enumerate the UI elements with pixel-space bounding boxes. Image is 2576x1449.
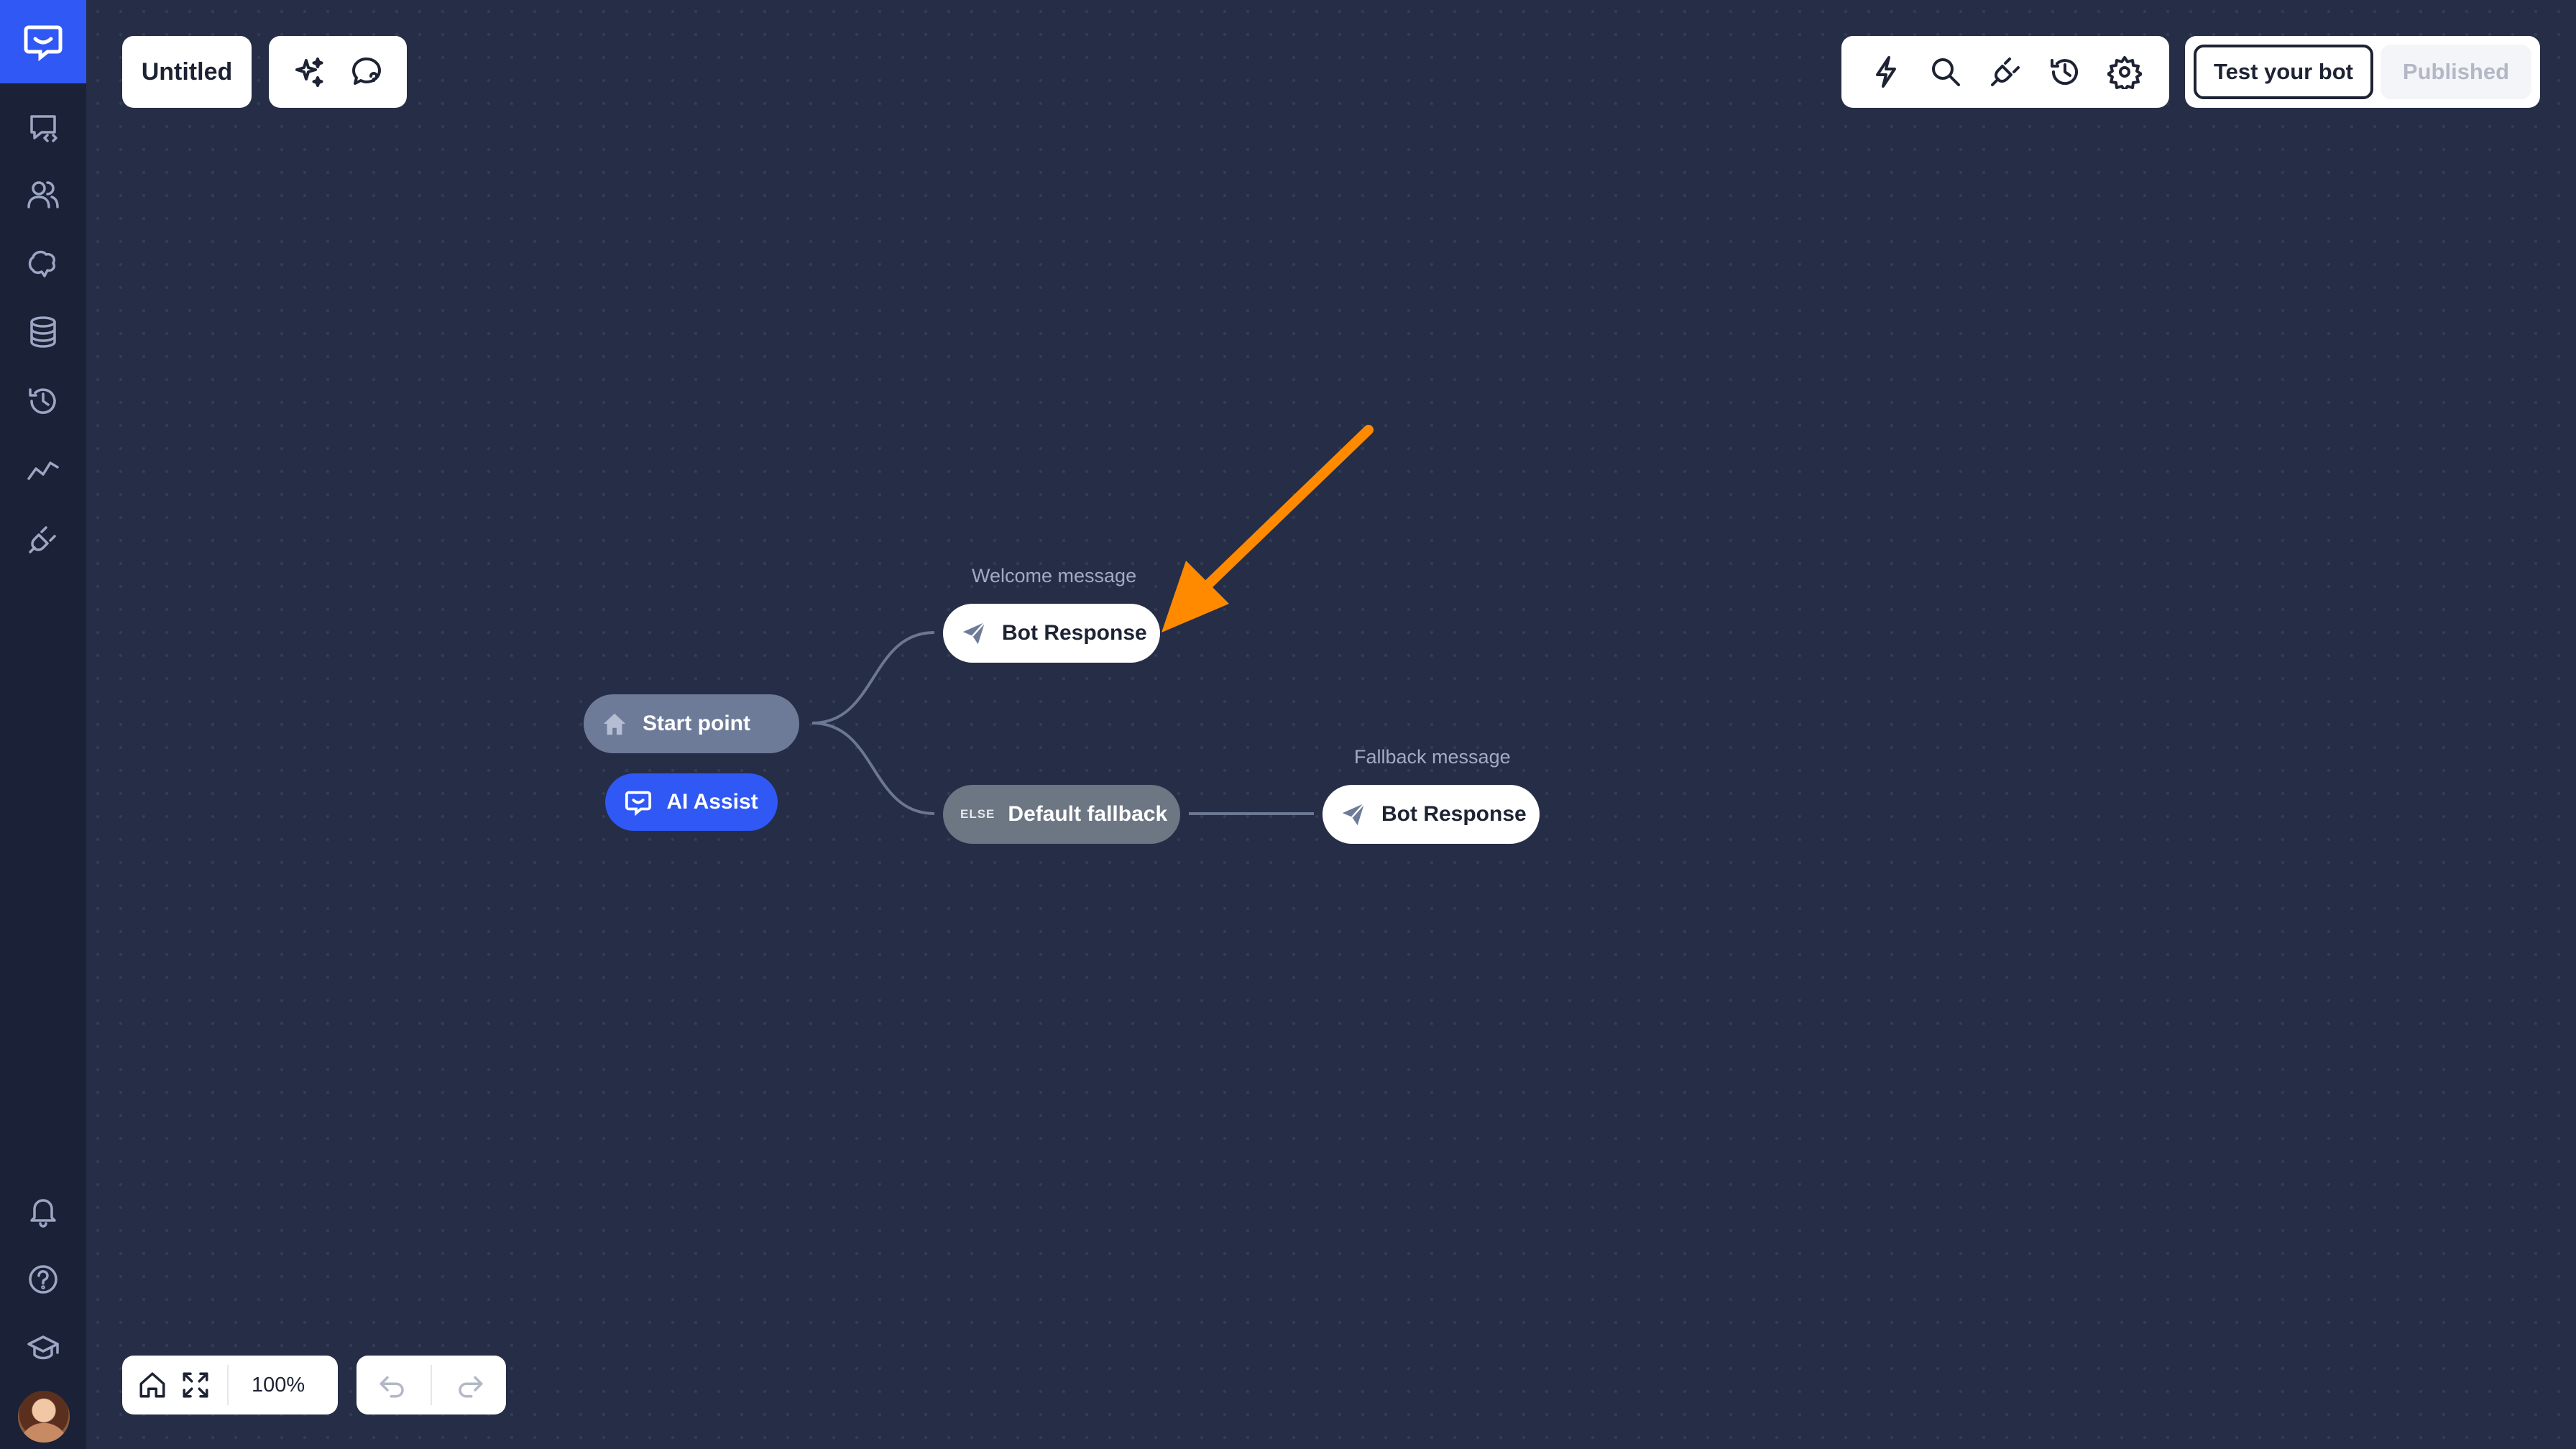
analytics-icon[interactable] bbox=[22, 448, 65, 492]
plug-icon[interactable] bbox=[22, 518, 65, 561]
history-icon[interactable] bbox=[22, 380, 65, 423]
divider bbox=[227, 1365, 229, 1405]
zoom-level[interactable]: 100% bbox=[252, 1373, 305, 1397]
bell-icon[interactable] bbox=[22, 1189, 65, 1232]
home-icon[interactable] bbox=[131, 1363, 174, 1407]
logo-icon bbox=[24, 25, 63, 62]
node-label: AI Assist bbox=[666, 790, 758, 814]
start-point-node[interactable]: Start point bbox=[584, 694, 799, 753]
redo-icon[interactable] bbox=[448, 1363, 492, 1407]
home-icon bbox=[603, 713, 626, 735]
send-icon bbox=[962, 622, 986, 645]
fit-screen-icon[interactable] bbox=[174, 1363, 217, 1407]
lightning-icon[interactable] bbox=[1864, 50, 1908, 93]
node-label: Bot Response bbox=[1381, 802, 1527, 826]
fallback-caption: Fallback message bbox=[1354, 746, 1511, 768]
search-icon[interactable] bbox=[1924, 50, 1967, 93]
publish-toolbar: Test your bot Published bbox=[2185, 36, 2540, 108]
chat-question-icon[interactable] bbox=[345, 50, 388, 93]
avatar[interactable] bbox=[16, 1389, 72, 1445]
database-icon[interactable] bbox=[22, 310, 65, 354]
bot-title[interactable]: Untitled bbox=[122, 36, 252, 108]
else-tag: ELSE bbox=[960, 807, 995, 821]
help-icon[interactable] bbox=[22, 1258, 65, 1301]
ai-toolbar bbox=[269, 36, 407, 108]
sparkles-icon[interactable] bbox=[288, 50, 331, 93]
plug-icon[interactable] bbox=[1984, 50, 2027, 93]
brain-icon[interactable] bbox=[22, 242, 65, 285]
bot-title-text: Untitled bbox=[141, 58, 233, 86]
send-icon bbox=[1342, 803, 1366, 826]
welcome-caption: Welcome message bbox=[972, 565, 1137, 586]
welcome-bot-response-node[interactable]: Bot Response bbox=[943, 604, 1160, 663]
sidebar bbox=[0, 0, 86, 1449]
zoom-toolbar: 100% bbox=[122, 1356, 338, 1414]
logo[interactable] bbox=[0, 0, 86, 83]
fallback-bot-response-node[interactable]: Bot Response bbox=[1322, 785, 1540, 844]
tools-toolbar bbox=[1841, 36, 2169, 108]
academy-icon[interactable] bbox=[22, 1327, 65, 1370]
node-label: Start point bbox=[643, 712, 750, 735]
history-toolbar bbox=[356, 1356, 506, 1414]
chat-code-icon[interactable] bbox=[22, 105, 65, 148]
users-icon[interactable] bbox=[22, 172, 65, 216]
node-label: Bot Response bbox=[1002, 621, 1147, 645]
published-button[interactable]: Published bbox=[2380, 45, 2531, 99]
default-fallback-node[interactable]: ELSE Default fallback bbox=[943, 785, 1180, 844]
node-label: Default fallback bbox=[1008, 802, 1168, 826]
test-your-bot-button[interactable]: Test your bot bbox=[2194, 45, 2373, 99]
history-icon[interactable] bbox=[2043, 50, 2087, 93]
gear-icon[interactable] bbox=[2103, 50, 2146, 93]
divider bbox=[430, 1365, 432, 1405]
chat-bot-icon bbox=[625, 791, 652, 816]
undo-icon[interactable] bbox=[371, 1363, 414, 1407]
ai-assist-button[interactable]: AI Assist bbox=[605, 773, 778, 831]
flow-canvas[interactable] bbox=[86, 0, 2576, 1449]
